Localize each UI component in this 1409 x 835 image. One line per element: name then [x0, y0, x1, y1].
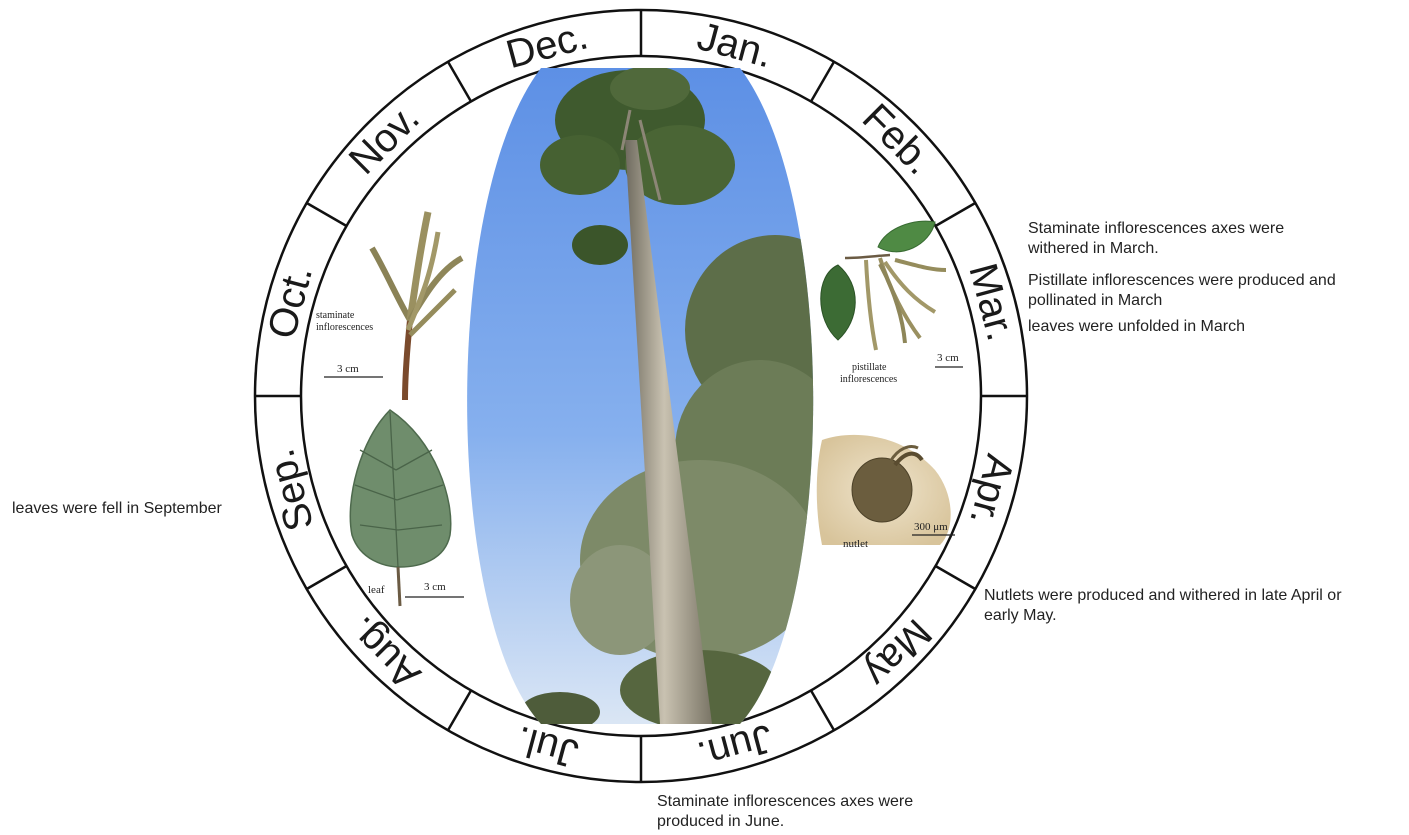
month-label-jan: Jan. [693, 14, 777, 76]
month-label-apr: Apr. [961, 450, 1022, 530]
staminate-scale-label: 3 cm [337, 363, 359, 375]
month-label-oct: Oct. [260, 261, 321, 343]
month-label-feb: Feb. [854, 95, 942, 183]
month-label-may: May [855, 610, 940, 695]
leaf-caption: leaf [368, 584, 385, 596]
note-march-staminate: Staminate inflorescences axes were withe… [1028, 219, 1338, 259]
tree-photo [430, 60, 865, 740]
nutlet-scale-label: 300 μm [914, 521, 948, 533]
note-march-leaves: leaves were unfolded in March [1028, 317, 1388, 337]
note-march-pistillate: Pistillate inflorescences were produced … [1028, 271, 1403, 311]
month-label-jun: Jun. [693, 716, 777, 778]
month-label-nov: Nov. [341, 96, 428, 183]
ring-divider [307, 566, 347, 589]
ring-divider [307, 203, 347, 226]
month-label-jul: Jul. [511, 717, 583, 776]
pistillate-scale-label: 3 cm [937, 352, 959, 364]
pistillate-inflorescence-photo [821, 221, 946, 350]
leaf-scale-label: 3 cm [424, 581, 446, 593]
ring-divider [935, 203, 975, 226]
note-september-leaves: leaves were fell in September [12, 499, 272, 519]
staminate-inflorescence-photo [372, 212, 462, 400]
ring-divider [935, 566, 975, 589]
month-label-mar: Mar. [960, 259, 1023, 346]
ring-divider [448, 690, 471, 730]
month-label-dec: Dec. [502, 13, 593, 77]
ring-divider [448, 62, 471, 102]
leaf-photo [350, 410, 450, 606]
ring-divider [811, 62, 834, 102]
note-april-may-nutlets: Nutlets were produced and withered in la… [984, 586, 1354, 626]
nutlet-caption: nutlet [843, 538, 868, 550]
month-label-aug: Aug. [340, 608, 429, 697]
note-june-staminate: Staminate inflorescences axes were produ… [657, 792, 967, 832]
ring-divider [811, 690, 834, 730]
month-label-sep: Sep. [258, 445, 322, 536]
